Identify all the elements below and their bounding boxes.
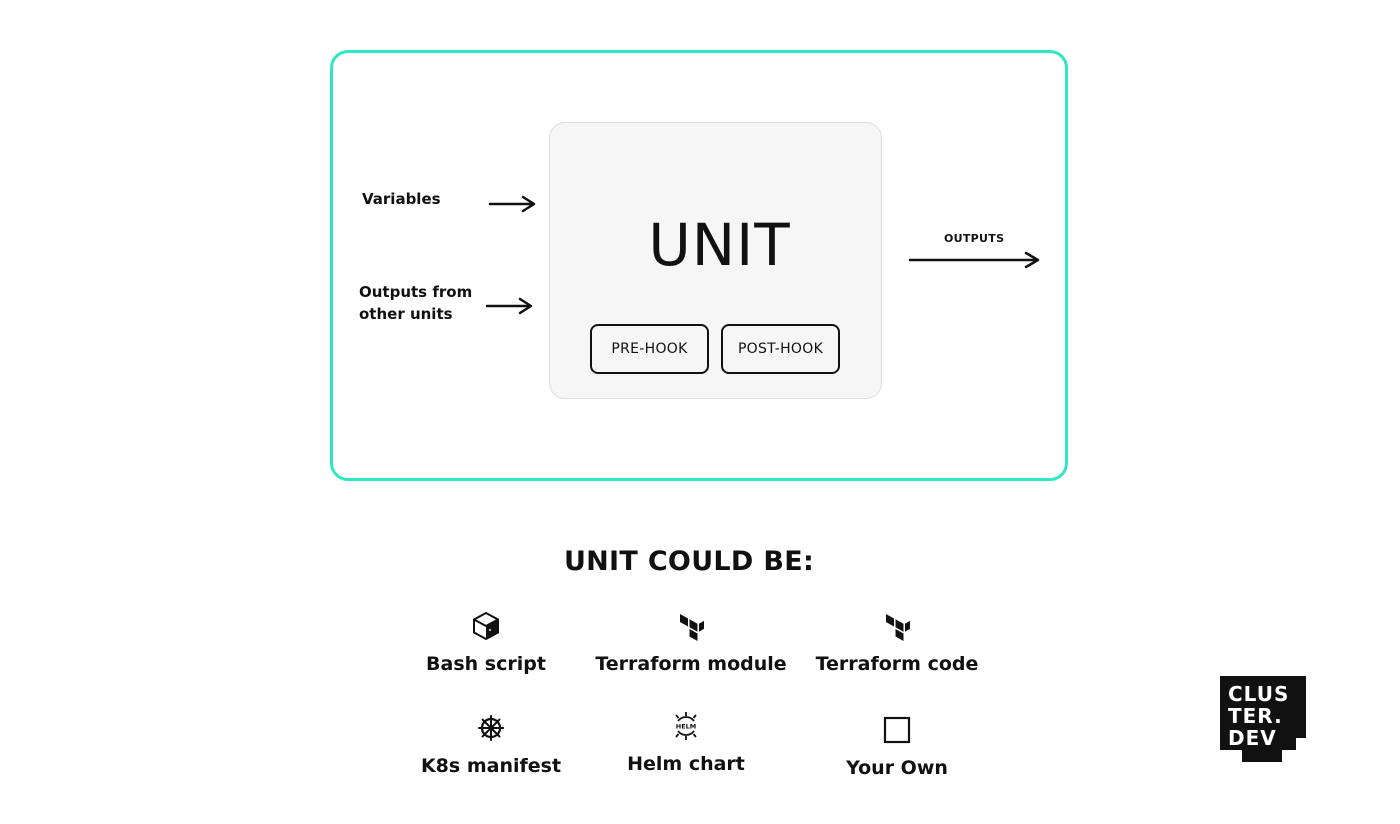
logo-line-1: CLUS: [1228, 682, 1290, 706]
svg-text:HELM: HELM: [676, 723, 697, 731]
option-label: Bash script: [426, 653, 546, 675]
outputs-from-line2: other units: [359, 305, 453, 323]
outputs-from-line1: Outputs from: [359, 283, 473, 301]
clusterdev-logo: CLUS TER. DEV: [1220, 676, 1308, 764]
option-label: Terraform module: [595, 653, 787, 675]
option-terraform-code: Terraform code: [787, 611, 1007, 675]
terraform-icon: [680, 614, 704, 641]
logo-line-2: TER.: [1228, 704, 1283, 728]
option-label: Terraform code: [815, 653, 979, 675]
unit-title: UNIT: [648, 211, 791, 279]
option-label: Helm chart: [627, 753, 745, 775]
bash-cube-icon: [473, 611, 499, 641]
option-bash-script: Bash script: [376, 611, 596, 675]
option-k8s-manifest: K8s manifest: [381, 713, 601, 777]
unit-could-be-title: UNIT COULD BE:: [563, 546, 815, 577]
outputs-from-other-units-label: Outputs from other units: [359, 281, 489, 325]
helm-icon: HELM: [675, 712, 697, 740]
logo-background: [1220, 676, 1306, 762]
kubernetes-wheel-icon: [478, 715, 504, 741]
option-label: K8s manifest: [420, 755, 562, 777]
empty-square-icon: [883, 716, 911, 744]
terraform-icon: [886, 614, 910, 641]
option-label: Your Own: [846, 757, 948, 779]
post-hook-box[interactable]: POST-HOOK: [721, 324, 840, 374]
variables-label: Variables: [362, 190, 441, 208]
unit-frame: [330, 50, 1068, 481]
outputs-label: OUTPUTS: [944, 232, 1005, 245]
logo-line-3: DEV: [1228, 726, 1277, 750]
pre-hook-box[interactable]: PRE-HOOK: [590, 324, 709, 374]
option-helm-chart: HELM Helm chart: [576, 711, 796, 775]
option-your-own: Your Own: [787, 715, 1007, 779]
option-terraform-module: Terraform module: [581, 611, 801, 675]
